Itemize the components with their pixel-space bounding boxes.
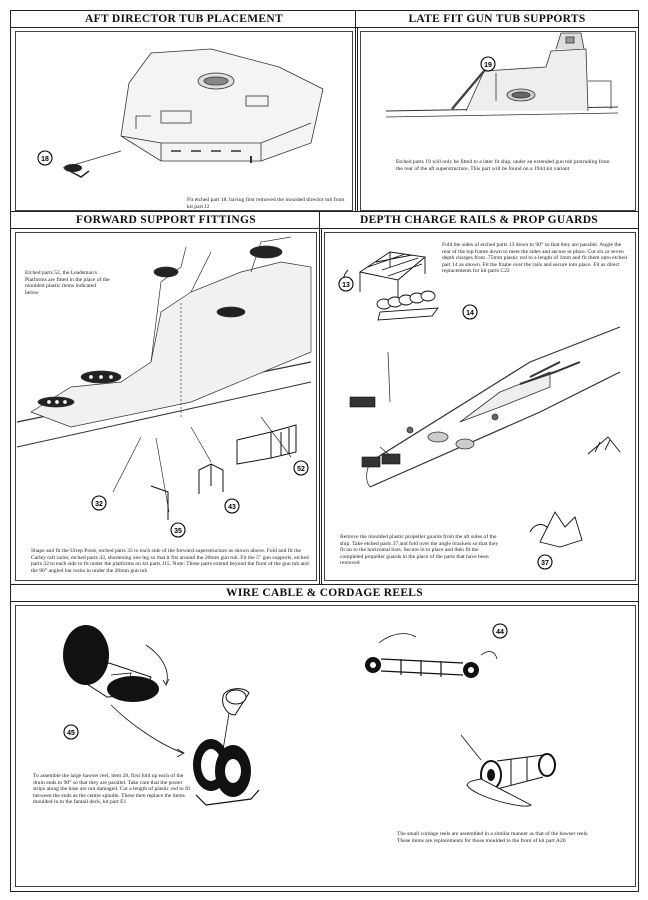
depth-charge-racks-part	[349, 396, 401, 468]
callout-45-label: 45	[67, 730, 75, 737]
callout-13	[338, 276, 354, 292]
cordage-reel-assembled-part	[460, 734, 556, 807]
wire-cable-caption-left: To assemble the large hawser reel, item …	[33, 773, 191, 806]
callout-44	[492, 623, 508, 639]
forward-superstructure-drawing: 52 32 43 35	[16, 236, 312, 538]
callout-14-label: 14	[466, 310, 474, 317]
callout-19	[480, 56, 496, 72]
callout-43-label: 43	[228, 504, 236, 511]
late-fit-panel: LATE FIT GUN TUB SUPPORTS 19 Etched part…	[355, 10, 639, 216]
forward-support-frame	[15, 232, 317, 581]
hawser-reel-flat-part	[63, 625, 170, 702]
callout-19-label: 19	[484, 62, 492, 69]
callout-18	[37, 150, 53, 166]
hawser-reel-assembled-part	[110, 688, 260, 806]
wire-cable-title: WIRE CABLE & CORDAGE REELS	[11, 585, 638, 602]
reels-drawing: 45 44	[63, 623, 556, 807]
callout-52-label: 52	[297, 466, 305, 473]
prop-guard-part	[529, 436, 621, 548]
depth-charge-title: DEPTH CHARGE RAILS & PROP GUARDS	[320, 212, 638, 229]
callout-44-label: 44	[496, 629, 504, 636]
depth-charge-caption-top: Fold the sides of etched parts 13 down t…	[442, 242, 627, 275]
aft-superstructure-drawing: 18	[37, 48, 324, 178]
forward-support-caption: Shape and fit the Utrep Posts, etched pa…	[31, 548, 309, 574]
forward-support-panel: FORWARD SUPPORT FITTINGS Etched parts 52…	[10, 211, 322, 586]
depth-charge-caption-bottom: Remove the moulded plastic propeller gua…	[340, 534, 499, 567]
utrep-post-part	[150, 485, 169, 520]
forward-support-intro: Etched parts 52, the Leadsman's Platform…	[25, 270, 110, 296]
depth-charge-drawing: 13 14 37	[338, 251, 621, 570]
aft-director-frame	[15, 31, 353, 211]
aft-director-caption: Fit etched part 18, having first removed…	[187, 197, 345, 210]
wire-cable-caption-right: The small cordage reels are assembled in…	[397, 831, 589, 844]
aft-director-panel: AFT DIRECTOR TUB PLACEMENT 18 Fit etched…	[10, 10, 358, 216]
carley-raft-rack-part	[198, 463, 224, 494]
leadsmans-platform-part	[236, 424, 297, 465]
gun-tub-drawing: 19	[385, 32, 619, 118]
callout-43	[224, 498, 240, 514]
depth-charge-rails-part	[376, 290, 439, 321]
director-tub-part	[64, 164, 90, 178]
callout-14	[462, 304, 478, 320]
late-fit-title: LATE FIT GUN TUB SUPPORTS	[356, 11, 638, 28]
depth-charge-frame-part	[343, 251, 427, 300]
wire-cable-panel: WIRE CABLE & CORDAGE REELS	[10, 584, 639, 892]
wire-cable-frame	[15, 605, 636, 887]
late-fit-frame	[360, 31, 636, 211]
aft-director-title: AFT DIRECTOR TUB PLACEMENT	[11, 11, 357, 28]
callout-35-label: 35	[174, 528, 182, 535]
depth-charge-panel: DEPTH CHARGE RAILS & PROP GUARDS Fold th…	[319, 211, 639, 586]
cordage-reel-flat-part	[365, 633, 498, 678]
callout-37-label: 37	[541, 560, 549, 567]
callout-52	[293, 460, 309, 476]
callout-13-label: 13	[342, 282, 350, 289]
callout-32	[91, 495, 107, 511]
callout-35	[170, 522, 186, 538]
callout-18-label: 18	[41, 156, 49, 163]
late-fit-caption: Etched parts 19 will only be fitted to a…	[396, 159, 610, 172]
depth-charge-frame	[324, 232, 636, 581]
forward-support-title: FORWARD SUPPORT FITTINGS	[11, 212, 321, 229]
callout-45	[63, 724, 79, 740]
callout-37	[537, 554, 553, 570]
callout-32-label: 32	[95, 501, 103, 508]
